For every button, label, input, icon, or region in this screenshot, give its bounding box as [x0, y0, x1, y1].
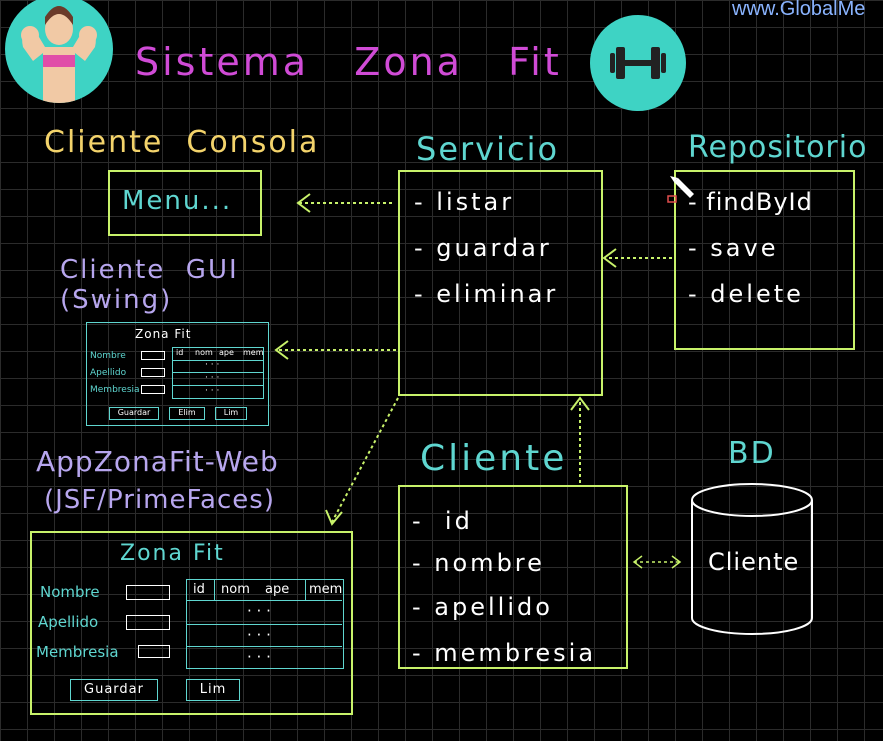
gui-eliminar-button[interactable]: Elim — [169, 407, 205, 420]
gui-subheading: (Swing) — [60, 285, 173, 315]
gui-heading: Cliente GUI — [60, 255, 239, 285]
gui-limpiar-button[interactable]: Lim — [215, 407, 247, 420]
web-membresia-field[interactable] — [138, 645, 170, 658]
cliente-item: - nombre — [412, 549, 545, 577]
repositorio-item: - save — [688, 234, 779, 262]
gui-guardar-button[interactable]: Guardar — [109, 407, 159, 420]
table-row[interactable]: · · · — [205, 360, 220, 370]
cliente-box: - id - nombre - apellido - membresia — [398, 485, 628, 669]
table-row[interactable]: · · · — [247, 648, 271, 666]
web-field-label: Membresia — [36, 643, 119, 661]
page-title: Sistema Zona Fit — [135, 40, 562, 84]
dumbbell-badge — [590, 15, 686, 111]
web-heading: AppZonaFit-Web — [36, 445, 279, 478]
gui-form-title: Zona Fit — [135, 327, 192, 341]
bd-cylinder-label: Cliente — [708, 548, 800, 576]
gui-field-label: Membresia — [90, 385, 140, 395]
gui-nombre-field[interactable] — [141, 351, 165, 360]
web-field-label: Apellido — [38, 613, 99, 631]
servicio-box: - listar - guardar - eliminar — [398, 170, 603, 396]
repositorio-item: - delete — [688, 280, 804, 308]
gui-membresia-field[interactable] — [141, 385, 165, 394]
web-form-title: Zona Fit — [120, 541, 225, 566]
web-nombre-field[interactable] — [126, 585, 170, 600]
cliente-heading: Cliente — [420, 438, 568, 479]
bd-heading: BD — [728, 436, 776, 471]
table-row[interactable]: · · · — [205, 386, 220, 396]
gui-field-label: Nombre — [90, 351, 126, 361]
repositorio-item: - findById — [688, 188, 813, 216]
gui-table: id nom ape mem · · · · · · · · · — [172, 347, 264, 399]
table-header-cell: id — [176, 348, 184, 357]
web-table: id nom ape mem · · · · · · · · · — [186, 579, 344, 669]
cliente-item: - membresia — [412, 639, 597, 667]
web-apellido-field[interactable] — [126, 615, 170, 630]
gui-field-label: Apellido — [90, 368, 127, 378]
fitness-woman-icon — [21, 6, 97, 103]
web-table-header: id nom ape mem — [187, 580, 342, 601]
servicio-heading: Servicio — [416, 130, 560, 168]
table-header-cell: nom — [195, 348, 213, 357]
repositorio-box: - findById - save - delete — [674, 170, 855, 350]
servicio-item: - eliminar — [414, 280, 559, 308]
web-limpiar-button[interactable]: Lim — [186, 679, 240, 701]
dumbbell-icon — [610, 47, 666, 79]
database-cylinder — [691, 483, 813, 635]
web-field-label: Nombre — [40, 583, 100, 601]
table-header-cell: id — [193, 582, 205, 597]
table-row[interactable]: · · · — [205, 373, 220, 383]
cliente-item: - apellido — [412, 593, 553, 621]
table-header-cell: mem — [243, 348, 264, 357]
watermark: www.GlobalMe — [732, 0, 866, 20]
gui-apellido-field[interactable] — [141, 368, 165, 377]
servicio-item: - guardar — [414, 234, 552, 262]
servicio-item: - listar — [414, 188, 515, 216]
consola-menu-box: Menu... — [108, 170, 262, 236]
consola-menu-label: Menu... — [122, 186, 233, 216]
table-row[interactable]: · · · — [247, 602, 271, 620]
web-subheading: (JSF/PrimeFaces) — [44, 485, 275, 515]
pen-cursor-icon — [667, 176, 694, 203]
gui-form: Zona Fit Nombre Apellido Membresia id no… — [86, 322, 269, 426]
table-header-cell: nom — [221, 582, 250, 597]
table-header-cell: ape — [219, 348, 234, 357]
web-form: Zona Fit Nombre Apellido Membresia id no… — [30, 531, 353, 715]
avatar — [5, 0, 113, 103]
web-guardar-button[interactable]: Guardar — [70, 679, 158, 701]
consola-heading: Cliente Consola — [44, 125, 320, 160]
table-row[interactable]: · · · — [247, 626, 271, 644]
arrow-servicio-web — [331, 397, 399, 523]
table-header-cell: mem — [309, 582, 343, 597]
repositorio-heading: Repositorio — [688, 130, 868, 165]
cliente-item: - id — [412, 507, 473, 535]
gui-table-header: id nom ape mem — [173, 348, 264, 361]
table-header-cell: ape — [265, 582, 290, 597]
